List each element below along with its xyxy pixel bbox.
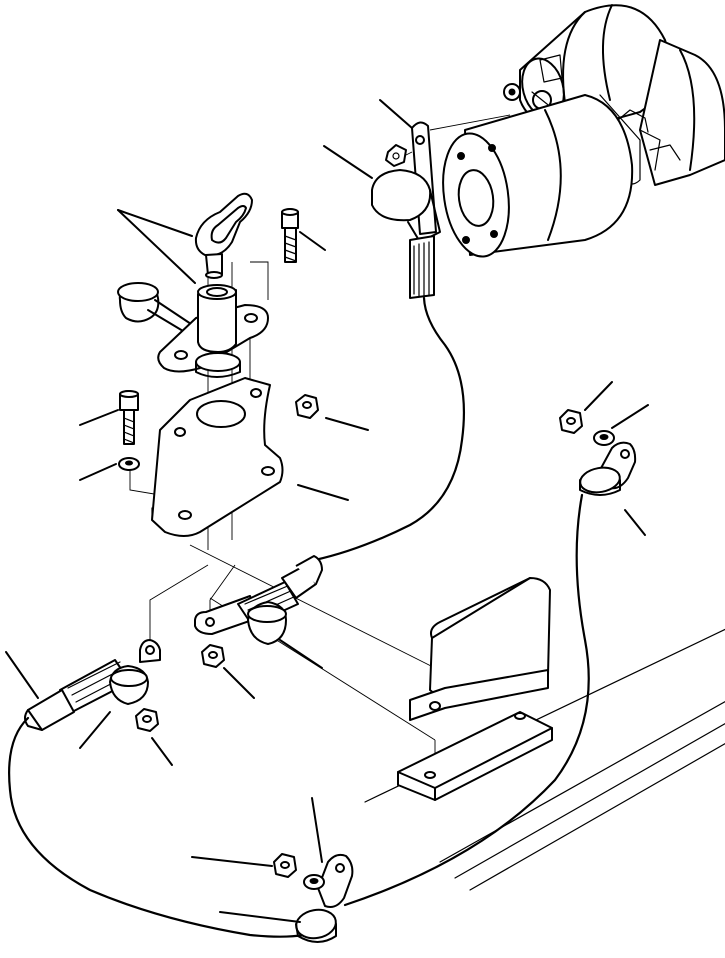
right-washer bbox=[593, 430, 615, 446]
mounting-bolt-left bbox=[119, 390, 139, 445]
center-cable-lug bbox=[194, 555, 323, 645]
disconnect-switch-body bbox=[117, 282, 269, 378]
left-cable-lug bbox=[24, 639, 161, 731]
ground-cable-lower bbox=[8, 716, 322, 938]
right-nut bbox=[559, 409, 583, 434]
frame-bracket bbox=[397, 577, 553, 801]
right-cable-clamp bbox=[579, 441, 637, 496]
mounting-screw-upper bbox=[281, 208, 299, 263]
bottom-nut bbox=[273, 853, 297, 878]
main-cable-upper bbox=[313, 296, 466, 562]
bracket-nut bbox=[295, 394, 319, 419]
ground-cable-right bbox=[343, 493, 590, 907]
disconnect-switch-key bbox=[194, 192, 253, 279]
starter-cable-terminal bbox=[371, 121, 441, 299]
bottom-washer bbox=[303, 874, 325, 890]
bottom-cable-clamp bbox=[295, 853, 354, 943]
starter-motor bbox=[442, 4, 725, 258]
leader-lines bbox=[5, 99, 649, 923]
center-nut bbox=[201, 644, 225, 668]
left-nut bbox=[135, 708, 159, 732]
washer-left bbox=[118, 457, 140, 471]
mounting-bracket bbox=[151, 377, 284, 537]
